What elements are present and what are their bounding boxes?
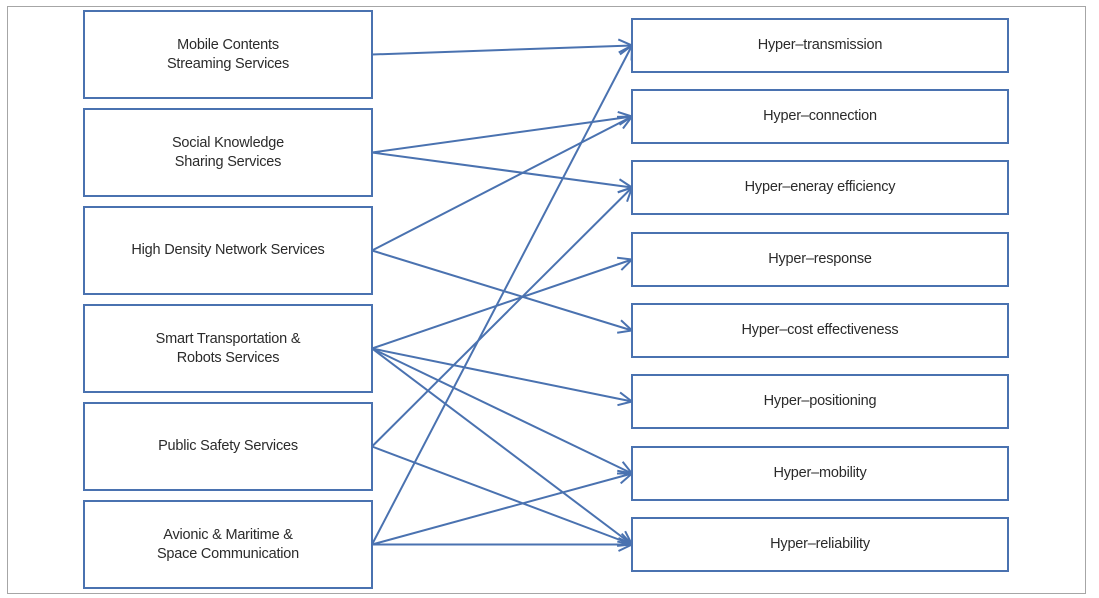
requirement-box-connection: Hyper–connection xyxy=(631,89,1009,144)
requirement-box-response: Hyper–response xyxy=(631,232,1009,287)
requirement-box-reliability: Hyper–reliability xyxy=(631,517,1009,572)
requirement-label: Hyper–positioning xyxy=(763,393,877,409)
service-label: High Density Network Services xyxy=(131,242,325,258)
requirement-label: Hyper–response xyxy=(768,251,872,267)
requirement-box-cost: Hyper–cost effectiveness xyxy=(631,303,1009,358)
service-label: Avionic & Maritime & Space Communication xyxy=(156,526,300,562)
service-box-safety: Public Safety Services xyxy=(83,402,373,491)
requirement-box-mobility: Hyper–mobility xyxy=(631,446,1009,501)
requirement-box-positioning: Hyper–positioning xyxy=(631,374,1009,429)
service-label: Social Knowledge Sharing Services xyxy=(171,134,285,170)
service-box-social: Social Knowledge Sharing Services xyxy=(83,108,373,197)
service-box-mobile: Mobile Contents Streaming Services xyxy=(83,10,373,99)
service-box-smart: Smart Transportation & Robots Services xyxy=(83,304,373,393)
service-label: Public Safety Services xyxy=(158,438,298,454)
requirement-label: Hyper–mobility xyxy=(773,465,867,481)
requirement-label: Hyper–connection xyxy=(763,108,877,124)
requirement-label: Hyper–transmission xyxy=(757,37,883,53)
service-label: Smart Transportation & Robots Services xyxy=(155,330,301,366)
diagram-frame xyxy=(7,6,1086,594)
requirement-box-energy: Hyper–eneray efficiency xyxy=(631,160,1009,215)
requirement-box-transmission: Hyper–transmission xyxy=(631,18,1009,73)
service-label: Mobile Contents Streaming Services xyxy=(166,36,290,72)
requirement-label: Hyper–reliability xyxy=(770,536,870,552)
requirement-label: Hyper–eneray efficiency xyxy=(744,179,896,195)
service-box-density: High Density Network Services xyxy=(83,206,373,295)
requirement-label: Hyper–cost effectiveness xyxy=(741,322,899,338)
service-box-avionic: Avionic & Maritime & Space Communication xyxy=(83,500,373,589)
